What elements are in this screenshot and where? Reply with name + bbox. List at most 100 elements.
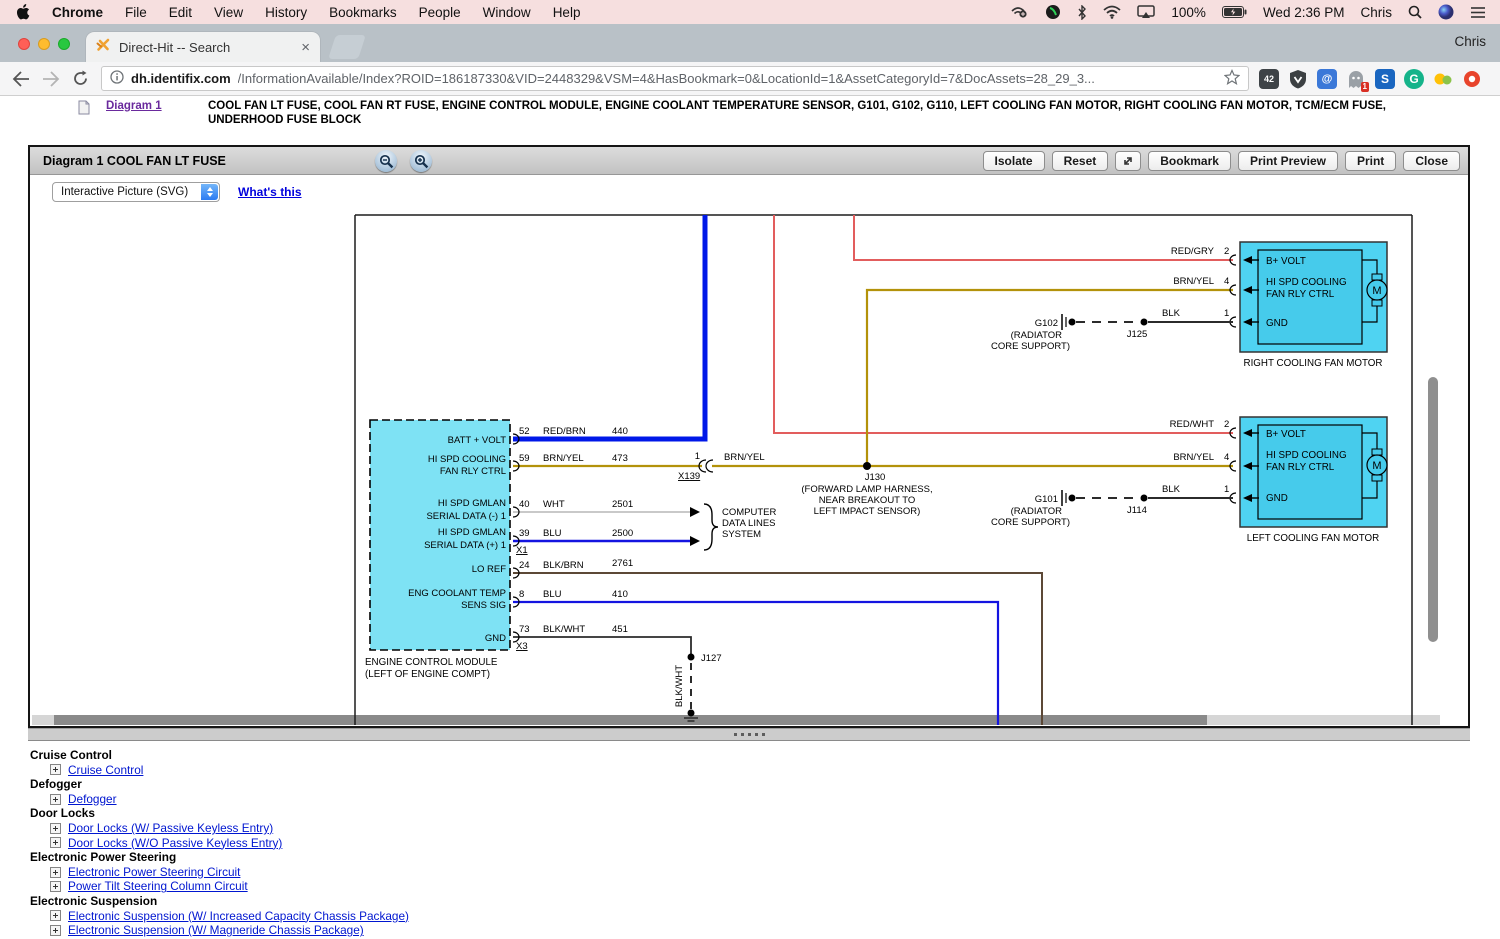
expand-plus-icon[interactable]: [50, 881, 61, 892]
wire-blk-brn-2761[interactable]: [513, 573, 1042, 725]
browser-tab[interactable]: Direct-Hit -- Search ×: [86, 32, 320, 62]
spotlight-icon[interactable]: [1408, 5, 1422, 19]
extension-grammarly-icon[interactable]: G: [1404, 69, 1424, 89]
menu-file[interactable]: File: [125, 5, 147, 20]
junction-j114-dot[interactable]: [1141, 495, 1148, 502]
diagram-1-link[interactable]: Diagram 1: [106, 100, 198, 127]
junction-j125-dot[interactable]: [1141, 319, 1148, 326]
menu-view[interactable]: View: [214, 5, 243, 20]
menubar-app-name[interactable]: Chrome: [52, 5, 103, 20]
expand-plus-icon[interactable]: [50, 867, 61, 878]
ecm-pin-label: SERIAL DATA (+) 1: [424, 540, 506, 551]
g101-ground-dot[interactable]: [1069, 495, 1076, 502]
junction-j130-dot[interactable]: [863, 462, 871, 470]
pin-number: 39: [519, 528, 530, 539]
expand-plus-icon[interactable]: [50, 823, 61, 834]
wire-red-brn-440[interactable]: [513, 215, 705, 439]
category-link[interactable]: Electronic Suspension (W/ Magneride Chas…: [68, 923, 364, 938]
zoom-out-button[interactable]: [375, 150, 397, 172]
pin-number: 52: [519, 426, 530, 437]
extension-ghostery-icon[interactable]: 1: [1346, 69, 1366, 89]
reset-button[interactable]: Reset: [1052, 151, 1109, 171]
browser-profile-name[interactable]: Chris: [1454, 34, 1486, 49]
h-scrollbar-thumb[interactable]: [54, 715, 1207, 725]
circuit-number: 410: [612, 589, 628, 600]
connector-x3-label[interactable]: X3: [516, 641, 528, 652]
category-link[interactable]: Door Locks (W/ Passive Keyless Entry): [68, 821, 273, 836]
forward-button[interactable]: [42, 71, 60, 87]
expand-plus-icon[interactable]: [50, 837, 61, 848]
battery-icon[interactable]: [1222, 6, 1247, 18]
new-tab-button[interactable]: [328, 35, 366, 59]
whats-this-link[interactable]: What's this: [238, 185, 302, 199]
menu-people[interactable]: People: [419, 5, 461, 20]
extension-blue-icon[interactable]: @: [1317, 69, 1337, 89]
chrome-addressbar: dh.identifix.com /InformationAvailable/I…: [0, 62, 1500, 96]
pin-number: 59: [519, 453, 530, 464]
siri-icon[interactable]: [1438, 4, 1454, 20]
extension-dots-icon[interactable]: [1433, 69, 1453, 89]
close-button[interactable]: Close: [1403, 151, 1460, 171]
v-scrollbar-thumb[interactable]: [1428, 377, 1438, 642]
page-info-icon[interactable]: [110, 70, 124, 87]
menu-window[interactable]: Window: [483, 5, 531, 20]
print-preview-button[interactable]: Print Preview: [1238, 151, 1338, 171]
menu-help[interactable]: Help: [553, 5, 581, 20]
menubar-user[interactable]: Chris: [1360, 5, 1392, 20]
wire-blk-wht-451[interactable]: [513, 637, 691, 654]
extension-42-icon[interactable]: 42: [1259, 69, 1279, 89]
tab-close-icon[interactable]: ×: [301, 40, 310, 55]
g102-ground-dot[interactable]: [1069, 319, 1076, 326]
minimize-window-button[interactable]: [38, 38, 50, 50]
zoom-in-button[interactable]: [410, 150, 432, 172]
category-link[interactable]: Cruise Control: [68, 763, 143, 778]
fullscreen-button[interactable]: [1115, 151, 1141, 171]
expand-plus-icon[interactable]: [50, 925, 61, 936]
motor-m-label: M: [1372, 285, 1381, 297]
airplay-icon[interactable]: [1137, 5, 1155, 19]
apple-icon[interactable]: [16, 4, 30, 20]
panel-resize-splitter[interactable]: [28, 728, 1470, 741]
bluetooth-icon[interactable]: [1077, 5, 1087, 20]
zoom-window-button[interactable]: [58, 38, 70, 50]
expand-plus-icon[interactable]: [50, 794, 61, 805]
wire-color-label: WHT: [543, 499, 565, 510]
extension-flame-icon[interactable]: [1462, 69, 1482, 89]
close-window-button[interactable]: [18, 38, 30, 50]
wire-blu-410[interactable]: [513, 602, 998, 725]
extension-shield-icon[interactable]: [1288, 69, 1308, 89]
left-fan-pin-number: 4: [1224, 452, 1229, 463]
category-link[interactable]: Power Tilt Steering Column Circuit: [68, 879, 248, 894]
computer-data-brace: [704, 504, 718, 550]
menu-edit[interactable]: Edit: [169, 5, 192, 20]
reload-button[interactable]: [72, 70, 89, 87]
wiring-diagram-canvas[interactable]: BATT + VOLT HI SPD COOLING FAN RLY CTRL …: [30, 208, 1468, 726]
url-field[interactable]: dh.identifix.com /InformationAvailable/I…: [101, 66, 1249, 91]
expand-plus-icon[interactable]: [50, 910, 61, 921]
view-mode-select[interactable]: Interactive Picture (SVG): [52, 182, 220, 202]
category-link[interactable]: Electronic Power Steering Circuit: [68, 865, 240, 880]
print-button[interactable]: Print: [1345, 151, 1396, 171]
category-link[interactable]: Defogger: [68, 792, 117, 807]
category-link[interactable]: Electronic Suspension (W/ Increased Capa…: [68, 909, 409, 924]
bookmark-button[interactable]: Bookmark: [1148, 151, 1231, 171]
back-button[interactable]: [12, 71, 30, 87]
wire-red-wht[interactable]: [774, 215, 1233, 433]
vpn-icon[interactable]: [1011, 5, 1029, 19]
menu-bookmarks[interactable]: Bookmarks: [329, 5, 397, 20]
bookmark-star-icon[interactable]: [1224, 69, 1240, 88]
category-link[interactable]: Door Locks (W/O Passive Keyless Entry): [68, 836, 282, 851]
document-icon: [78, 100, 90, 127]
menu-history[interactable]: History: [265, 5, 307, 20]
list-item: Electronic Power Steering Circuit: [50, 865, 409, 880]
isolate-button[interactable]: Isolate: [983, 151, 1045, 171]
junction-j127-dot[interactable]: [688, 654, 695, 661]
notification-center-icon[interactable]: [1470, 6, 1486, 19]
extension-s-icon[interactable]: S: [1375, 69, 1395, 89]
phone-status-icon[interactable]: [1045, 4, 1061, 20]
expand-plus-icon[interactable]: [50, 764, 61, 775]
wifi-icon[interactable]: [1103, 5, 1121, 19]
menubar-clock[interactable]: Wed 2:36 PM: [1263, 5, 1345, 20]
connector-x1-label[interactable]: X1: [516, 545, 528, 556]
connector-x139-label[interactable]: X139: [678, 471, 700, 482]
